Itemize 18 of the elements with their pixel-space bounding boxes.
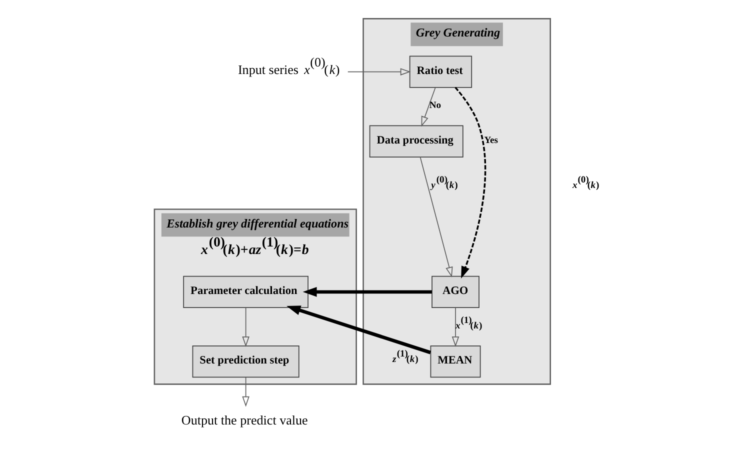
arrow [454,86,486,279]
node-box: Set prediction step [192,345,299,378]
arrow [419,156,452,278]
arrow [451,307,459,347]
arrow [346,68,410,76]
node-box: Data processing [368,125,463,158]
arrow [242,377,249,407]
arrow [420,87,436,127]
node-box: Parameter calculation [182,276,308,308]
arrow [302,287,432,297]
node-box: Ratio test [408,56,472,88]
edge-label: No [428,100,441,112]
node-text: Output the predict value [180,412,308,428]
edge-label: Yes [484,134,498,146]
node-box: AGO [431,276,479,308]
arrow [242,307,249,347]
node-box: MEAN [430,345,480,378]
arrow [286,306,431,354]
